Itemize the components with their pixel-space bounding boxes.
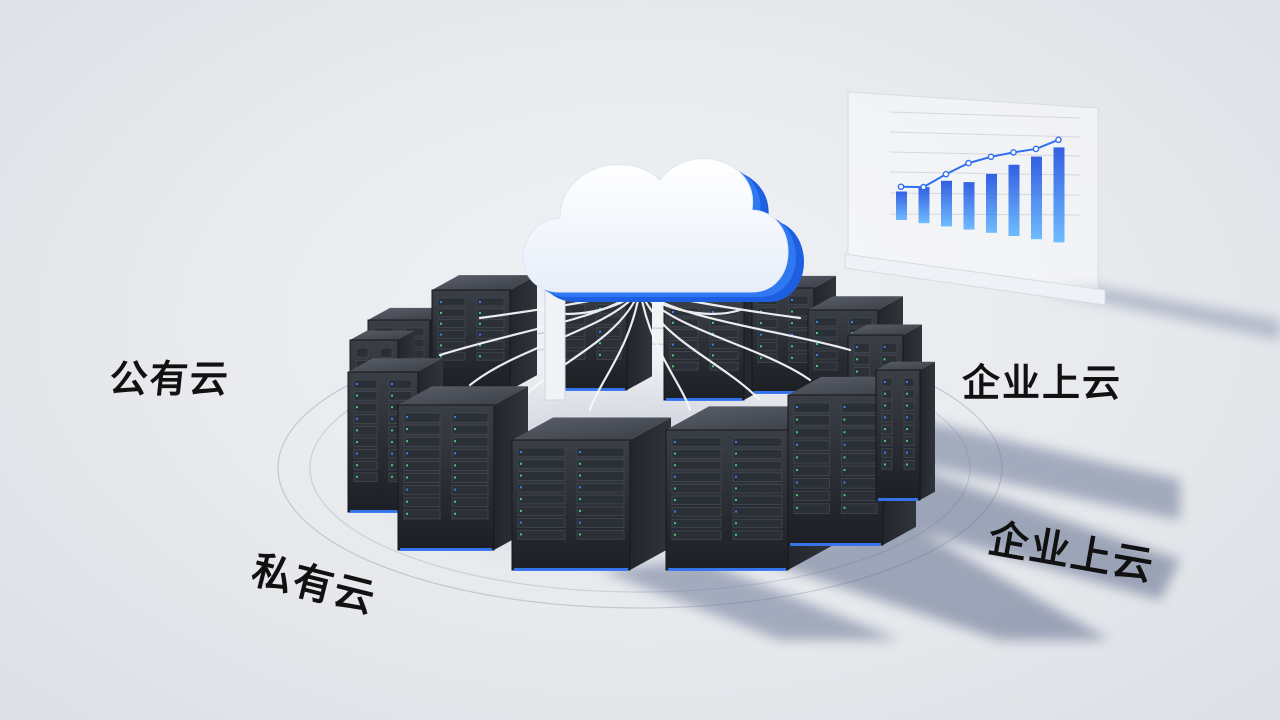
cast-shadows: [600, 285, 1280, 640]
chart-bar: [986, 173, 997, 233]
chart-point: [1010, 149, 1017, 156]
chart-gridlines: [889, 111, 1081, 216]
chart-bar: [1031, 156, 1042, 240]
cloud-icon: [522, 158, 804, 302]
chart-point: [897, 183, 905, 191]
chart-point: [1032, 145, 1040, 153]
chart-bar: [1053, 147, 1065, 243]
chart-panel: [844, 91, 1106, 306]
server-rack-icon: [875, 361, 935, 501]
server-rack-icon: [665, 406, 831, 571]
label-enterprise-cloud-top: 企业上云: [962, 361, 1123, 405]
chart-point: [1055, 136, 1062, 144]
chart-points: [897, 136, 1062, 191]
chart-point: [987, 153, 995, 161]
chart-bars: [896, 147, 1065, 243]
chart-bar: [963, 182, 975, 230]
chart-point: [942, 170, 950, 178]
server-rack-group-front: [347, 358, 935, 571]
chart-point: [965, 159, 972, 167]
chart-line: [900, 138, 1059, 189]
chart-bar: [1008, 164, 1020, 236]
server-rack-icon: [431, 275, 537, 391]
chart-point: [920, 183, 927, 191]
label-public-cloud: 公有云: [107, 357, 232, 401]
server-rack-icon: [397, 386, 528, 551]
chart-bar: [896, 191, 907, 220]
chart-bar: [918, 187, 930, 224]
server-rack-icon: [511, 417, 671, 571]
chart-bar: [941, 180, 952, 227]
